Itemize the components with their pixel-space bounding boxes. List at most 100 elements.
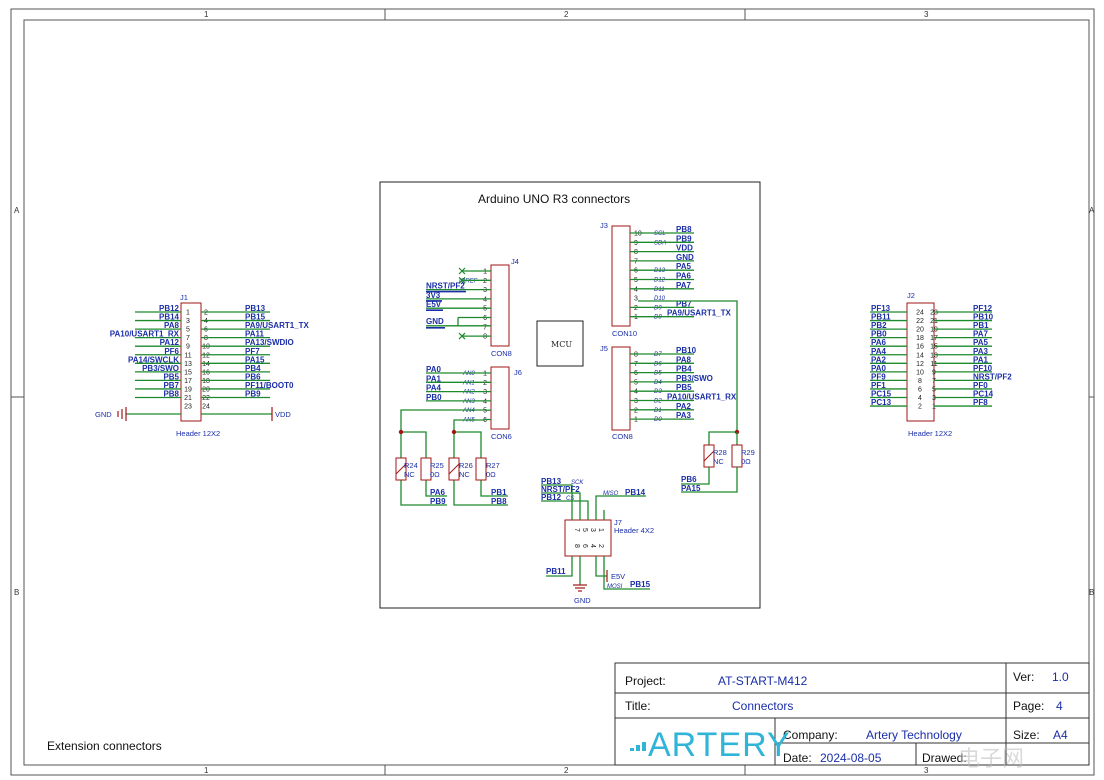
j5-pin-1: 1: [634, 417, 638, 424]
j3-net-8: PB7: [676, 299, 692, 308]
frame-row-a-left: A: [14, 206, 20, 215]
j5-italic-7: D0: [654, 417, 662, 423]
j4-ref: J4: [511, 257, 519, 266]
net-pb6: PB6: [681, 475, 697, 484]
j2-net-r-9: PF0: [973, 381, 988, 390]
j6-italic-0: AN0: [462, 371, 475, 377]
j2-pin-24: 24: [916, 310, 924, 317]
j2-pin-20: 20: [916, 327, 924, 334]
j3-italic-8: D9: [654, 305, 662, 311]
tb-drawed-label: Drawed:: [922, 751, 967, 765]
j1-pin-20: 20: [202, 386, 210, 393]
artery-logo: ARTERY: [630, 726, 790, 764]
j5-pin-4: 4: [634, 389, 638, 396]
tb-company-label: Company:: [783, 728, 838, 742]
j5-net-0: PB10: [676, 346, 697, 355]
j5-pin-2: 2: [634, 407, 638, 414]
tb-size-label: Size:: [1013, 728, 1040, 742]
r26-ref: R26: [459, 461, 473, 470]
frame-row-a-right: A: [1089, 206, 1095, 215]
j3-italic-9: D8: [654, 315, 662, 321]
j5-pin-6: 6: [634, 370, 638, 377]
j1-net-r-7: PB4: [245, 364, 261, 373]
j2-net-l-1: PB11: [871, 313, 891, 322]
tb-project-value: AT-START-M412: [718, 674, 808, 688]
j1-value: Header 12X2: [176, 429, 220, 438]
j1-pin-3: 3: [186, 318, 190, 325]
j2-net-r-4: PA5: [973, 338, 989, 347]
r26-value: NC: [459, 470, 470, 479]
j2-pin-3: 3: [932, 395, 936, 402]
j6-italic-3: AN3: [462, 399, 475, 405]
tb-ver-value: 1.0: [1052, 670, 1069, 684]
j2-net-l-5: PA4: [871, 347, 887, 356]
r25-value: 0Ω: [430, 470, 440, 479]
j5-italic-2: D5: [654, 371, 662, 377]
j5-italic-4: D3: [654, 389, 662, 395]
j1-gnd-label: GND: [95, 410, 112, 419]
j1-pin-21: 21: [184, 395, 192, 402]
j2-pin-23: 23: [930, 310, 938, 317]
j1-pin-8: 8: [204, 335, 208, 342]
j7-net-pb13: PB13: [541, 477, 562, 486]
j5-value: CON8: [612, 432, 633, 441]
j6-italic-4: AN4: [462, 408, 475, 414]
mcu-box: [536, 320, 584, 367]
j3-pin-5: 5: [634, 277, 638, 284]
j7-e5v-label: E5V: [611, 572, 625, 581]
j1-pin-13: 13: [184, 361, 192, 368]
j1-vdd-label: VDD: [275, 410, 291, 419]
j7-value: Header 4X2: [614, 526, 654, 535]
sheet-note: Extension connectors: [47, 739, 162, 753]
j6-net-2: PA4: [426, 384, 442, 393]
j2-net-l-0: PF13: [871, 304, 891, 313]
j2-ref: J2: [907, 291, 915, 300]
j6-net-0: PA0: [426, 365, 442, 374]
net-pa15: PA15: [681, 484, 701, 493]
j3-italic-4: D13: [654, 268, 666, 274]
tb-title-label: Title:: [625, 699, 651, 713]
j2-pin-10: 10: [916, 369, 924, 376]
j4-pin-3: 3: [483, 287, 487, 294]
r29-ref: R29: [741, 448, 755, 457]
j7-italic-cs: CS: [566, 496, 574, 502]
j2-pin-9: 9: [932, 369, 936, 376]
j5-net-1: PA8: [676, 355, 692, 364]
j3-ref: J3: [600, 221, 608, 230]
j1-pin-23: 23: [184, 404, 192, 411]
arduino-box-title: Arduino UNO R3 connectors: [478, 192, 630, 206]
j2-pin-12: 12: [916, 361, 924, 368]
no-connect-marker: [458, 267, 466, 275]
j4-pin-4: 4: [483, 296, 487, 303]
j2-pin-14: 14: [916, 352, 924, 359]
j4-pin-5: 5: [483, 306, 487, 313]
j1-net-r-10: PB9: [245, 390, 261, 399]
j1-pin-22: 22: [202, 395, 210, 402]
j2-net-r-1: PB10: [973, 313, 994, 322]
j1-pin-11: 11: [184, 352, 191, 359]
j2-net-labels: PF13PB11PB2PB0PA6PA4PA2PA0PF9PF1PC15PC13…: [870, 304, 1012, 407]
j1-net-0: PB12: [159, 304, 180, 313]
j5-net-6: PA2: [676, 402, 692, 411]
j5-italic-6: D1: [654, 408, 662, 414]
j5-pin-3: 3: [634, 398, 638, 405]
j6-italic-2: AN2: [462, 390, 475, 396]
outer-frame: [10, 8, 1095, 776]
j2-pin-1: 1: [932, 404, 936, 411]
j5-italic-1: D6: [654, 361, 662, 367]
frame-col-2-top: 2: [564, 10, 569, 19]
j1-pin-9: 9: [186, 344, 190, 351]
frame-row-b-left: B: [14, 588, 19, 597]
j1-ref: J1: [180, 293, 188, 302]
j5-italic-5: D2: [654, 399, 662, 405]
j3-pin-4: 4: [634, 286, 638, 293]
j2-pin-6: 6: [918, 386, 922, 393]
j2-net-l-10: PC15: [871, 390, 892, 399]
